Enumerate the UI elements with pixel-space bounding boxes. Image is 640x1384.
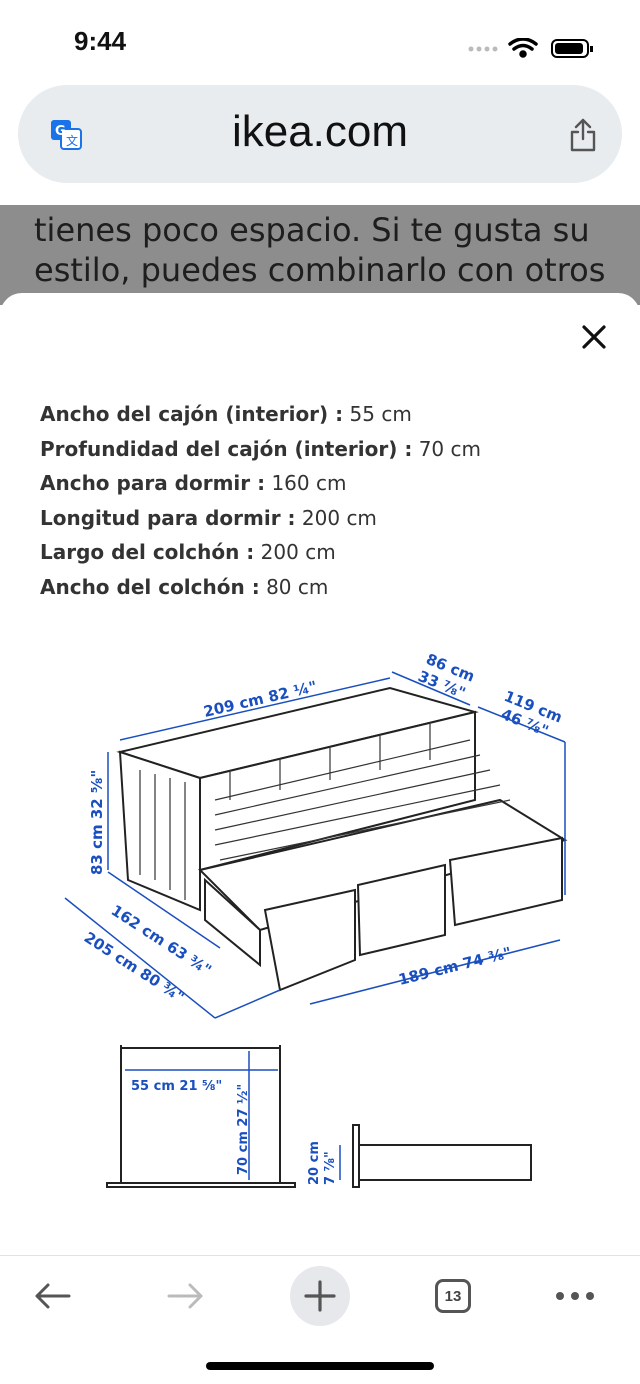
spec-row: Longitud para dormir : 200 cm [40, 501, 481, 536]
spec-row: Ancho para dormir : 160 cm [40, 466, 481, 501]
status-bar: 9:44 [0, 0, 640, 80]
close-icon[interactable] [578, 321, 610, 353]
spec-value: 200 cm [301, 505, 377, 530]
arrow-left-icon [35, 1283, 71, 1309]
spec-value: 80 cm [266, 574, 329, 599]
share-icon[interactable] [568, 117, 598, 153]
tabs-button[interactable]: 13 [423, 1266, 483, 1326]
spec-label: Longitud para dormir : [40, 505, 296, 530]
spec-label: Ancho del cajón (interior) : [40, 402, 344, 426]
spec-row: Profundidad del cajón (interior) : 70 cm [40, 432, 481, 467]
background-text: estilo, puedes combinarlo con otros [34, 251, 606, 289]
more-button[interactable] [545, 1266, 605, 1326]
spec-value: 200 cm [260, 540, 336, 564]
page-background: tienes poco espacio. Si te gusta su esti… [0, 205, 640, 305]
plus-icon [304, 1280, 336, 1312]
arrow-right-icon [167, 1283, 203, 1309]
address-bar[interactable]: G 文 ikea.com [18, 85, 622, 183]
back-button[interactable] [22, 1266, 82, 1326]
spec-value: 70 cm [418, 436, 481, 461]
spec-label: Ancho para dormir : [40, 471, 266, 495]
translate-icon[interactable]: G 文 [50, 119, 82, 151]
tab-count: 13 [435, 1279, 471, 1313]
url-text[interactable]: ikea.com [231, 107, 409, 156]
spec-label: Ancho del colchón : [40, 574, 260, 599]
new-tab-button[interactable] [290, 1266, 350, 1326]
status-icons [468, 38, 593, 58]
clock: 9:44 [74, 26, 127, 56]
product-details-sheet: Ancho del cajón (interior) : 55 cm Profu… [0, 293, 640, 1255]
spec-row: Largo del colchón : 200 cm [40, 535, 481, 570]
battery-icon [551, 39, 593, 58]
background-text: tienes poco espacio. Si te gusta su [34, 211, 590, 249]
forward-button[interactable] [156, 1266, 216, 1326]
wifi-icon [508, 38, 538, 58]
more-icon [556, 1292, 594, 1300]
spec-label: Profundidad del cajón (interior) : [40, 436, 413, 461]
spec-label: Largo del colchón : [40, 540, 255, 564]
spec-list: Ancho del cajón (interior) : 55 cm Profu… [40, 397, 481, 604]
spec-value: 55 cm [349, 402, 412, 426]
svg-text:文: 文 [66, 133, 78, 148]
spec-row: Ancho del cajón (interior) : 55 cm [40, 397, 481, 432]
spec-value: 160 cm [271, 471, 347, 495]
spec-row: Ancho del colchón : 80 cm [40, 570, 481, 605]
home-indicator [206, 1362, 434, 1370]
svg-text:G: G [55, 124, 66, 139]
